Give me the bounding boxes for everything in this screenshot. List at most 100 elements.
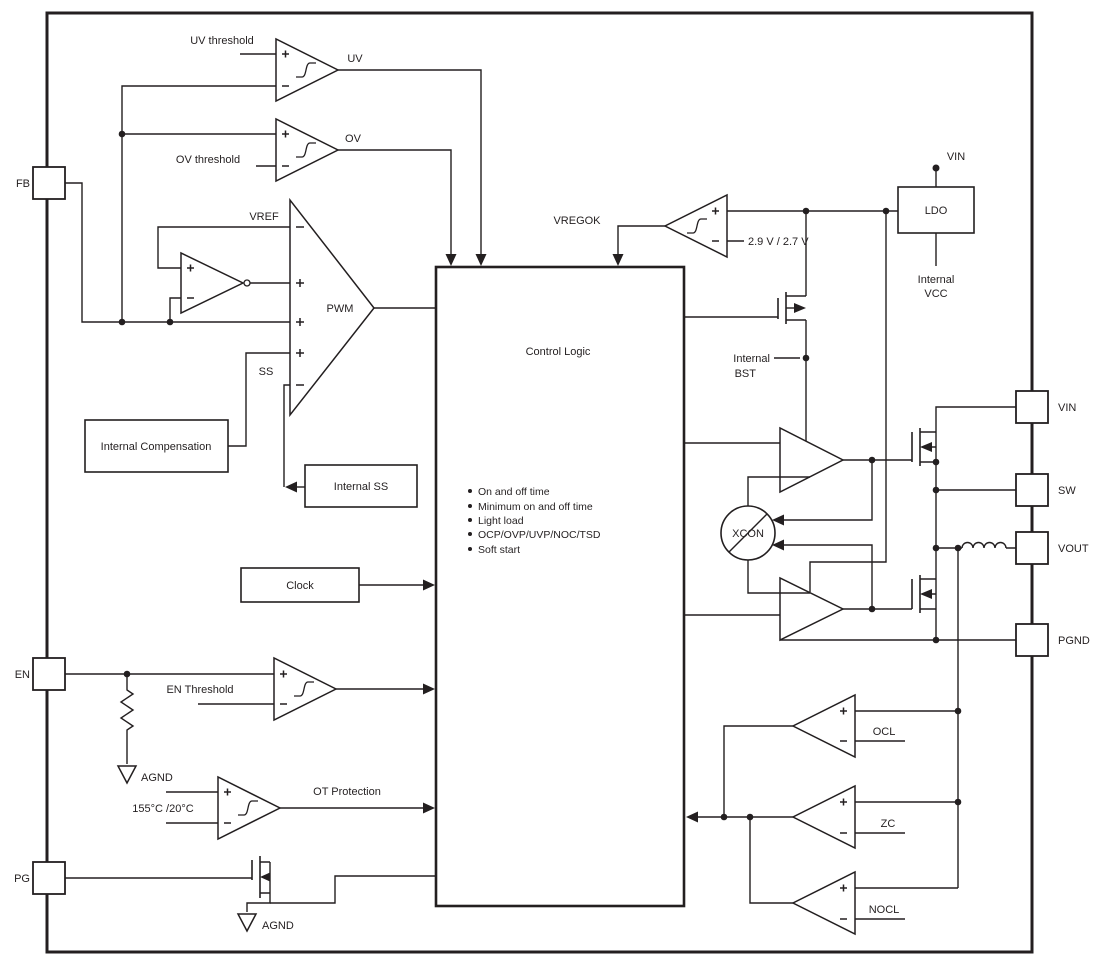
- agnd-symbol: [116, 765, 138, 785]
- en-comparator-signs: [280, 670, 287, 705]
- arrow-left-icon: [772, 539, 784, 551]
- uv-comparator: [275, 37, 340, 103]
- junction-dot: [954, 707, 962, 715]
- pg-source-wire: [246, 893, 271, 912]
- nocl-output-wire: [749, 817, 793, 904]
- feature-item: On and off time: [478, 486, 550, 498]
- ot-comparator: [217, 775, 282, 841]
- uv-output-wire: [338, 69, 482, 258]
- feature-item: Soft start: [478, 544, 520, 556]
- pwm-input-signs: [296, 226, 304, 386]
- pin-label-pgnd: PGND: [1058, 635, 1090, 647]
- xcon-slash: [728, 513, 768, 553]
- temperature-label: 155°C /20°C: [132, 803, 193, 815]
- junction-dot: [954, 798, 962, 806]
- pwm-comparator: [289, 197, 375, 418]
- hysteresis-icon: [294, 681, 314, 697]
- pin-label-sw: SW: [1058, 485, 1076, 497]
- pg-drain-wire: [270, 875, 436, 904]
- xcon-label: XCON: [732, 528, 764, 540]
- high-side-mosfet: [911, 428, 937, 466]
- pin-fb: [32, 166, 66, 200]
- pin-label-en: EN: [15, 669, 30, 681]
- nocl-label: NOCL: [869, 904, 900, 916]
- internal-vcc-label-2: VCC: [924, 288, 947, 300]
- ov-threshold-label: OV threshold: [176, 154, 240, 166]
- bullet-icon: [468, 489, 472, 493]
- pin-en: [32, 657, 66, 691]
- arrow-right-icon: [423, 683, 435, 695]
- arrow-right-icon: [423, 579, 435, 591]
- arrow-left-icon: [772, 514, 784, 526]
- hysteresis-icon: [296, 142, 316, 158]
- arrow-right-icon: [423, 802, 435, 814]
- fet-body-stub: [930, 579, 937, 609]
- vregok-label: VREGOK: [553, 215, 601, 227]
- internal-bst-label-1: Internal: [733, 353, 770, 365]
- ot-input-leads: [166, 791, 218, 824]
- ocl-output-wire: [723, 725, 793, 817]
- vregok-output-wire: [617, 225, 665, 258]
- vreg-levels-label: 2.9 V / 2.7 V: [748, 236, 809, 248]
- bullet-icon: [468, 504, 472, 508]
- pin-label-pg: PG: [14, 873, 30, 885]
- ls-driver-supply-wire: [809, 211, 887, 592]
- en-threshold-label: EN Threshold: [166, 684, 233, 696]
- pin-label-vout: VOUT: [1058, 543, 1089, 555]
- arrow-left-icon: [686, 811, 698, 823]
- junction-dot: [932, 636, 940, 644]
- pin-pgnd: [1015, 623, 1049, 657]
- hysteresis-icon: [296, 62, 316, 78]
- clock-label: Clock: [286, 580, 314, 592]
- ov-signal-label: OV: [345, 133, 362, 145]
- control-logic-block: [434, 265, 686, 908]
- agnd-label: AGND: [141, 772, 173, 784]
- junction-dot: [932, 544, 940, 552]
- junction-dot: [932, 458, 940, 466]
- fb-wire: [65, 182, 290, 323]
- bullet-icon: [468, 547, 472, 551]
- vregok-comparator: [663, 193, 728, 259]
- internal-vcc-label-1: Internal: [918, 274, 955, 286]
- high-side-driver: [779, 426, 845, 494]
- junction-dot: [932, 486, 940, 494]
- fet-body-stub: [930, 432, 937, 462]
- error-amp-neg-lead: [169, 297, 181, 322]
- vref-loop-wire: [157, 226, 290, 269]
- internal-compensation-block: [84, 419, 229, 473]
- arrow-down-icon: [475, 254, 487, 266]
- agnd-symbol: [236, 913, 258, 933]
- pwm-label: PWM: [327, 303, 354, 315]
- internal-ss-label: Internal SS: [334, 481, 388, 493]
- ov-comparator: [275, 117, 340, 183]
- zc-comparator-signs: [840, 798, 847, 834]
- hysteresis-icon: [238, 800, 258, 816]
- inductor-icon: [961, 541, 1016, 549]
- en-pulldown-resistor: [119, 674, 135, 764]
- uv-signal-label: UV: [347, 53, 363, 65]
- junction-dot: [118, 318, 126, 326]
- vregok-comparator-signs: [712, 207, 719, 242]
- control-logic-feature-list: On and off time Minimum on and off time …: [468, 486, 601, 556]
- nocl-comparator-signs: [840, 884, 847, 920]
- junction-dot: [720, 813, 728, 821]
- xcon-top-link: [747, 476, 810, 506]
- ot-comparator-signs: [224, 788, 231, 824]
- internal-bst-node-dot: [802, 354, 810, 362]
- internal-compensation-label: Internal Compensation: [101, 441, 212, 453]
- ocl-comparator: [791, 693, 856, 759]
- vref-label: VREF: [249, 211, 279, 223]
- pin-label-vin: VIN: [1058, 402, 1076, 414]
- ocl-label: OCL: [873, 726, 896, 738]
- control-logic-label: Control Logic: [526, 346, 591, 358]
- fet-arrow-icon: [794, 303, 806, 313]
- fet-stubs: [786, 295, 806, 321]
- en-comparator: [273, 656, 338, 722]
- feature-item: Minimum on and off time: [478, 501, 593, 513]
- xcon-upper-sense-wire: [784, 460, 873, 521]
- hs-drain-wire: [935, 406, 1016, 432]
- ocl-comparator-signs: [840, 707, 847, 742]
- low-side-driver: [779, 576, 845, 642]
- ot-protection-label: OT Protection: [313, 786, 381, 798]
